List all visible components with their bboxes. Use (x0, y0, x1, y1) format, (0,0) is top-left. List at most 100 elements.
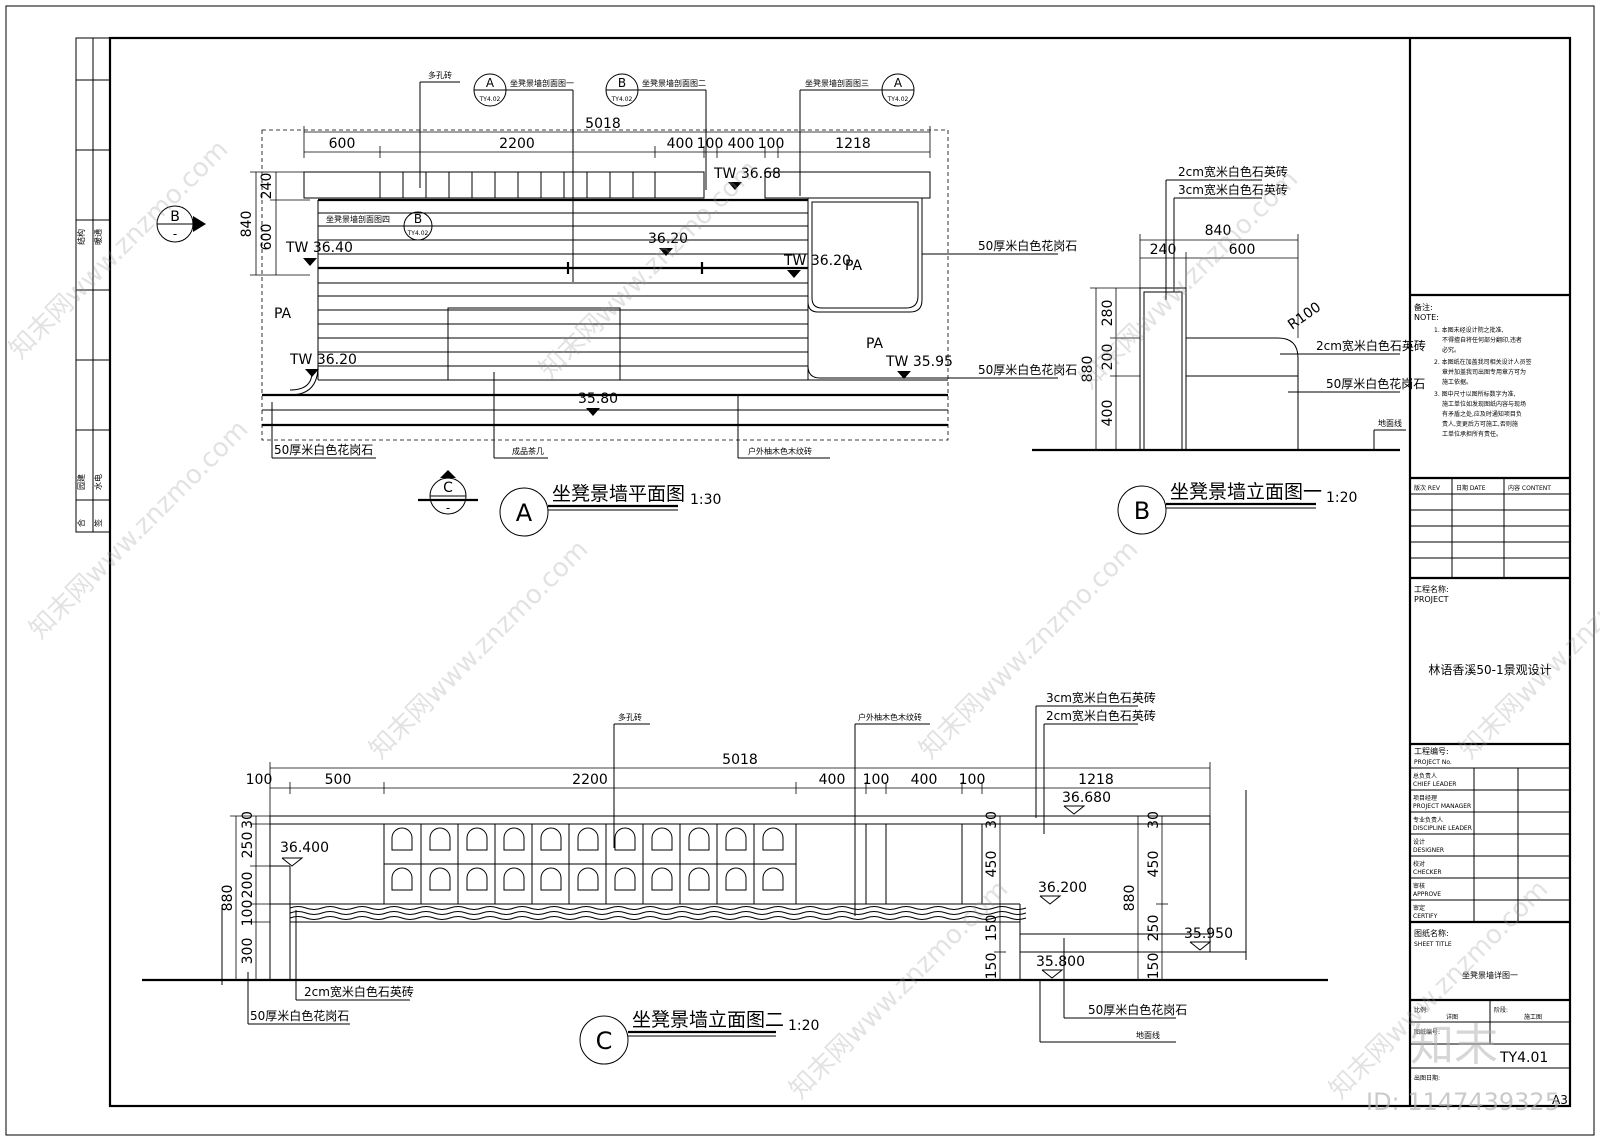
elev1-dim-200: 200 (1100, 344, 1116, 371)
plan-level-3620c: TW 36.20 (289, 352, 357, 368)
plan-dim-400a: 400 (667, 136, 694, 152)
elev2-dim-1218: 1218 (1078, 772, 1114, 788)
plan-callout-perforated: 多孔砖 (428, 70, 452, 80)
elev2-title: 坐凳景墙立面图二 (632, 1009, 784, 1031)
project-no-label: 工程编号: (1414, 746, 1449, 756)
discipline-strip: 结构 暖通 园建 水电 合 签 (76, 229, 103, 527)
elev2-note-2cm: 2cm宽米白色石英砖 (304, 984, 414, 999)
section-mark-c: C - (418, 470, 478, 515)
strip-label-joint: 合 (76, 519, 86, 527)
svg-text:1. 本图未经设计院之批准,: 1. 本图未经设计院之批准, (1434, 326, 1504, 334)
strip-label-water-electric: 水电 (93, 474, 103, 490)
svg-text:知末网www.znzmo.com: 知末网www.znzmo.com (914, 534, 1145, 765)
elev1-note-1: 2cm宽米白色石英砖 (1178, 164, 1288, 179)
plan-level-markers: TW 36.68 TW 36.40 36.20 TW 36.20 TW 35.9… (285, 166, 953, 416)
elev2-callout-teak: 户外柚木色木纹砖 (858, 712, 922, 722)
elev2-level-markers: 36.400 36.680 36.200 35.950 35.800 (280, 790, 1233, 979)
elev2-title-scale: 1:20 (788, 1018, 819, 1034)
elev2-title-bubble (579, 1015, 629, 1065)
svg-text:A: A (894, 76, 903, 90)
plan-level-3668: TW 36.68 (713, 166, 781, 182)
plan-dim-100b: 100 (758, 136, 785, 152)
svg-text:工单位承担所有责任。: 工单位承担所有责任。 (1442, 430, 1502, 438)
section-bubble-3: A TY4.02 坐凳景墙剖面图三 (799, 73, 915, 196)
scale-label: 比例: (1414, 1006, 1428, 1014)
plan-right-planter (807, 197, 923, 313)
elev2-dim-400b: 400 (911, 772, 938, 788)
elev1-dim-240: 240 (1150, 242, 1177, 258)
plan-title-bubble (499, 487, 549, 537)
plan-pa-right: PA (845, 258, 863, 274)
plan-note-tea-table: 成品茶几 (512, 446, 544, 456)
plan-callout-sec3: 坐凳景墙剖面图三 (805, 78, 869, 88)
svg-text:PROJECT MANAGER: PROJECT MANAGER (1413, 803, 1471, 810)
plan-view: 5018 600 2200 400 100 400 100 1218 840 2… (239, 70, 1077, 537)
plan-level-3595: TW 35.95 (885, 354, 953, 370)
elev1-title-letter: B (1134, 497, 1150, 525)
watermark-id: ID: 1147439325 (1366, 1088, 1560, 1116)
notes-heading-en: NOTE: (1414, 313, 1439, 322)
plan-title-scale: 1:30 (690, 492, 721, 508)
elev1-note-2: 3cm宽米白色石英砖 (1178, 182, 1288, 197)
plan-dim-2200: 2200 (499, 136, 535, 152)
plan-dim-840: 840 (239, 211, 255, 238)
elev1-dim-840: 840 (1205, 223, 1232, 239)
strip-label-landscape: 园建 (76, 474, 86, 490)
elev2-callout-perforated: 多孔砖 (618, 712, 642, 722)
elev2-dim-30-left: 30 (240, 811, 256, 829)
elev1-dim-600: 600 (1229, 242, 1256, 258)
elev2-dim-880-left: 880 (220, 885, 236, 912)
svg-text:TY4.02: TY4.02 (479, 96, 501, 103)
elev2-dim-100b: 100 (863, 772, 890, 788)
svg-text:CERTIFY: CERTIFY (1413, 913, 1438, 920)
plan-dim-400b: 400 (728, 136, 755, 152)
watermark-brand: 知末 (1410, 1020, 1498, 1071)
plan-level-3620a: 36.20 (648, 231, 688, 247)
section-bubble-2: B TY4.02 坐凳景墙剖面图二 (605, 73, 707, 190)
stage-label: 阶段: (1494, 1006, 1508, 1014)
svg-text:校对: 校对 (1413, 860, 1425, 868)
elev2-dim-2200: 2200 (572, 772, 608, 788)
svg-text:设计: 设计 (1413, 838, 1425, 846)
elev1-title: 坐凳景墙立面图一 (1170, 481, 1322, 503)
elev2-dim-total: 5018 (722, 752, 758, 768)
elev2-callout-3cm: 3cm宽米白色石英砖 (1046, 690, 1156, 705)
svg-text:有矛盾之处,应及时通知项目负: 有矛盾之处,应及时通知项目负 (1442, 410, 1522, 418)
project-name: 林语香溪50-1景观设计 (1428, 663, 1551, 677)
strip-label-structure: 结构 (76, 229, 86, 245)
elev2-dim-30-mid: 30 (984, 811, 1000, 829)
section-bubble-1: A TY4.02 坐凳景墙剖面图一 (473, 73, 574, 282)
svg-text:3. 图中尺寸以图所标数字为准,: 3. 图中尺寸以图所标数字为准, (1434, 390, 1516, 398)
plan-dim-1218: 1218 (835, 136, 871, 152)
svg-text:总负责人: 总负责人 (1413, 772, 1437, 780)
watermark: 知末网www.znzmo.com 知末网www.znzmo.com 知末网www… (4, 134, 1600, 1116)
svg-text:-: - (446, 501, 450, 515)
plan-section4-label: 坐凳景墙剖面图四 (326, 214, 390, 224)
plan-pa-lower: PA (866, 336, 884, 352)
plan-note-granite: 50厚米白色花岗石 (274, 442, 373, 457)
date-label: 出图日期: (1414, 1074, 1440, 1082)
elev2-dim-100c: 100 (959, 772, 986, 788)
notes-heading: 备注: (1414, 302, 1433, 312)
svg-text:知末网www.znzmo.com: 知末网www.znzmo.com (364, 534, 595, 765)
drawing-no: TY4.01 (1499, 1050, 1548, 1066)
plan-dim-240: 240 (259, 173, 275, 200)
sheet-frame (5, 5, 1595, 1136)
plan-dim-100a: 100 (697, 136, 724, 152)
sheet-title-label-en: SHEET TITLE (1414, 941, 1452, 948)
svg-text:知末网www.znzmo.com: 知末网www.znzmo.com (24, 414, 255, 645)
plan-dim-total: 5018 (585, 116, 621, 132)
drawing-no-label: 图纸编号: (1414, 1028, 1440, 1036)
sheet-title-label: 图纸名称: (1414, 928, 1449, 938)
svg-text:TY4.02: TY4.02 (407, 230, 429, 237)
elev2-dim-100-left: 100 (240, 900, 256, 927)
svg-text:施工单位如发现图纸内容与现场: 施工单位如发现图纸内容与现场 (1442, 400, 1526, 408)
svg-text:B: B (170, 209, 180, 225)
svg-text:A: A (486, 76, 495, 90)
project-no-label-en: PROJECT No. (1414, 759, 1452, 766)
elev1-dim-400: 400 (1100, 400, 1116, 427)
project-label: 工程名称: (1414, 584, 1449, 594)
strip-label-hvac: 暖通 (93, 229, 103, 245)
svg-text:APPROVE: APPROVE (1413, 891, 1441, 898)
